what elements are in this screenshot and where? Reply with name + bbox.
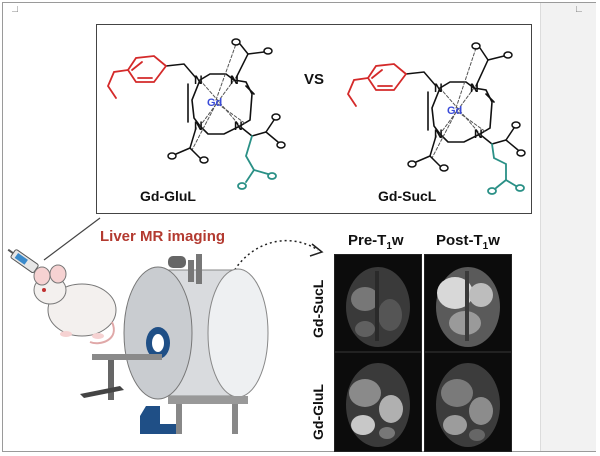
row-header-glul: Gd-GluL [310,384,326,440]
vs-label: VS [304,71,324,88]
row-header-sucl: Gd-SucL [310,279,326,338]
svg-text:N: N [434,127,443,141]
page-gutter [540,3,596,451]
compound-label-right: Gd-SucL [378,188,437,204]
mouse-icon [33,264,117,345]
corner-mark-top-left [12,6,18,12]
svg-text:N: N [474,127,483,141]
scan-sucl-post [424,254,512,352]
workflow-illustration [7,217,324,434]
gd-label-left: Gd [207,97,222,109]
scan-glul-pre [334,352,422,452]
column-header-post: Post-T1w [436,232,500,252]
gd-label-right: Gd [447,105,462,117]
compound-label-left: Gd-GluL [140,188,196,204]
chemical-structures-panel [96,24,532,214]
corner-mark-top-right [576,6,582,12]
gd-sucl-structure: N N N N Gd [346,42,526,195]
workflow-title: Liver MR imaging [100,228,226,245]
svg-text:N: N [194,119,203,133]
gd-glul-structure: N N N N Gd [106,38,286,190]
dotted-arrow [231,239,319,275]
svg-text:N: N [234,119,243,133]
svg-text:N: N [434,81,443,95]
scan-glul-post [424,352,512,452]
column-header-pre: Pre-T1w [348,232,404,252]
svg-text:N: N [194,73,203,87]
connector-line [43,217,101,261]
chemical-structures-drawing: N N N N Gd [106,38,526,195]
arrow-head-icon [309,243,324,257]
scan-sucl-pre [334,254,422,352]
mri-scanner-icon [80,254,269,434]
svg-text:N: N [230,73,239,87]
svg-text:N: N [470,81,479,95]
